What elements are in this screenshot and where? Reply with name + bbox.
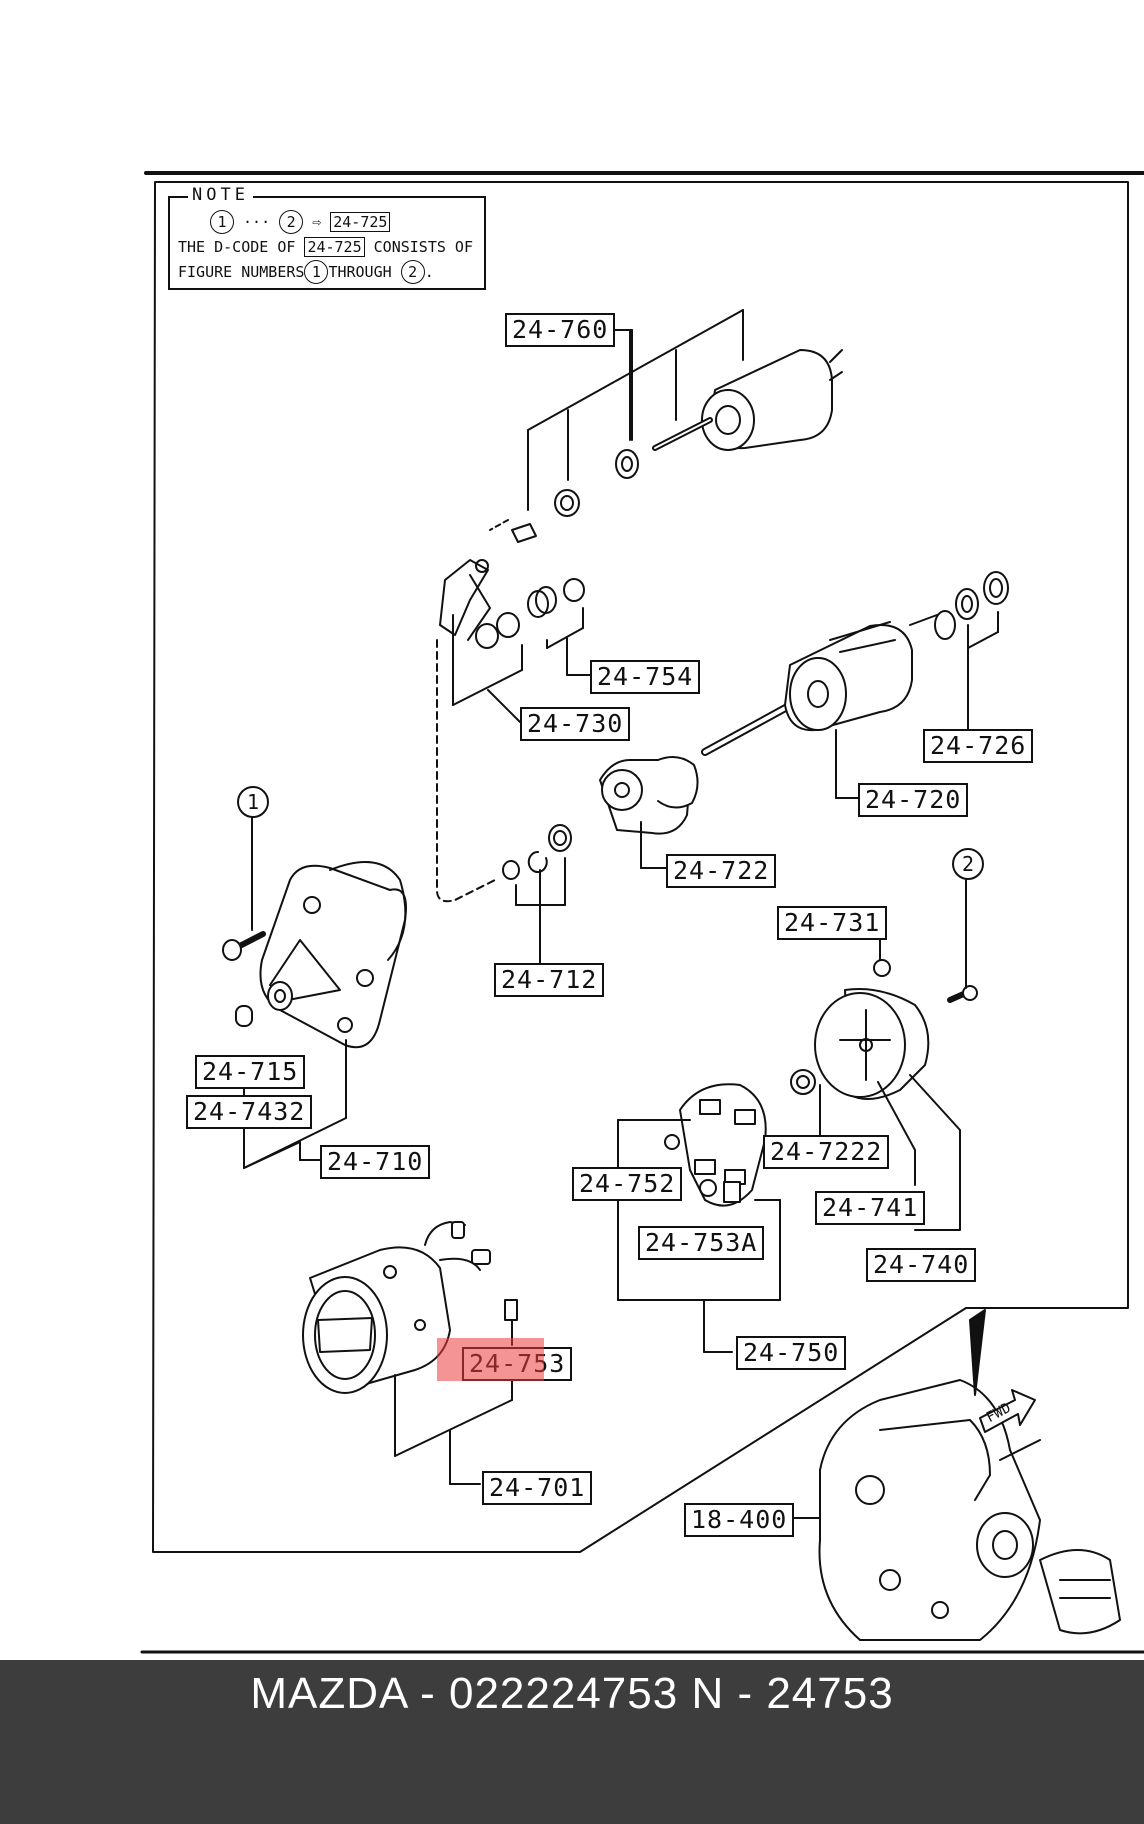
callout-2: 2 [952, 848, 984, 880]
diagram-drawing [140, 171, 1144, 1654]
installed-starter-group [789, 1309, 1121, 1641]
note-range-end: 2 [279, 210, 304, 234]
part-number-caption: MAZDA - 022224753 N - 24753 [250, 1669, 894, 1718]
part-label-24-712[interactable]: 24-712 [494, 963, 605, 997]
pinion-group [502, 755, 699, 971]
note-line3-from: 1 [304, 260, 329, 284]
note-line3-end: . [424, 263, 434, 281]
part-label-24-752[interactable]: 24-752 [572, 1167, 683, 1201]
part-label-24-722[interactable]: 24-722 [666, 854, 777, 888]
part-label-24-715[interactable]: 24-715 [195, 1055, 306, 1089]
part-label-24-750[interactable]: 24-750 [736, 1336, 847, 1370]
parts-diagram: NOTE 1 ··· 2 ⇨ 24-725 THE D-CODE OF 24-7… [140, 171, 1144, 1654]
note-range-sep: ··· [243, 213, 271, 231]
note-line3-middle: THROUGH [328, 263, 392, 281]
lever-group [436, 559, 593, 903]
part-label-18-400[interactable]: 18-400 [684, 1503, 795, 1537]
part-label-24-730[interactable]: 24-730 [520, 707, 631, 741]
note-range-start: 1 [210, 210, 234, 234]
note-title: NOTE [188, 185, 253, 205]
part-label-24-726[interactable]: 24-726 [923, 729, 1034, 763]
brush-holder-group [617, 1083, 781, 1353]
note-box: NOTE 1 ··· 2 ⇨ 24-725 THE D-CODE OF 24-7… [168, 185, 486, 290]
part-label-24-741[interactable]: 24-741 [815, 1191, 926, 1225]
yoke-group [302, 1221, 518, 1485]
note-line-2: THE D-CODE OF 24-725 CONSISTS OF [178, 237, 473, 257]
part-label-24-753A[interactable]: 24-753A [638, 1226, 765, 1260]
note-line2-code: 24-725 [304, 237, 365, 257]
part-label-24-754[interactable]: 24-754 [590, 660, 701, 694]
note-line3-to: 2 [400, 260, 425, 284]
part-label-24-731[interactable]: 24-731 [777, 906, 888, 940]
note-range-code: 24-725 [330, 212, 391, 232]
note-line2-suffix: CONSISTS OF [373, 238, 473, 256]
note-line3-prefix: FIGURE NUMBERS [178, 263, 305, 281]
footer-bar: MAZDA - 022224753 N - 24753 [0, 1660, 1144, 1824]
armature-group [701, 571, 1009, 799]
part-label-24-720[interactable]: 24-720 [858, 783, 969, 817]
part-label-24-740[interactable]: 24-740 [866, 1248, 977, 1282]
part-label-24-710[interactable]: 24-710 [320, 1145, 431, 1179]
note-range-line: 1 ··· 2 ⇨ 24-725 [210, 210, 391, 234]
part-label-24-7222[interactable]: 24-7222 [763, 1135, 890, 1169]
diagram-frame [152, 181, 1129, 1553]
arrow-icon: ⇨ [312, 213, 322, 231]
note-line2-prefix: THE D-CODE OF [178, 238, 296, 256]
front-housing-group [222, 817, 407, 1169]
solenoid-group [489, 309, 843, 543]
rear-cover-group [761, 879, 978, 1231]
part-label-24-760[interactable]: 24-760 [505, 313, 616, 347]
part-label-24-7432[interactable]: 24-7432 [186, 1095, 313, 1129]
highlight-box [437, 1338, 544, 1381]
callout-1: 1 [237, 786, 269, 818]
part-label-24-701[interactable]: 24-701 [482, 1471, 593, 1505]
